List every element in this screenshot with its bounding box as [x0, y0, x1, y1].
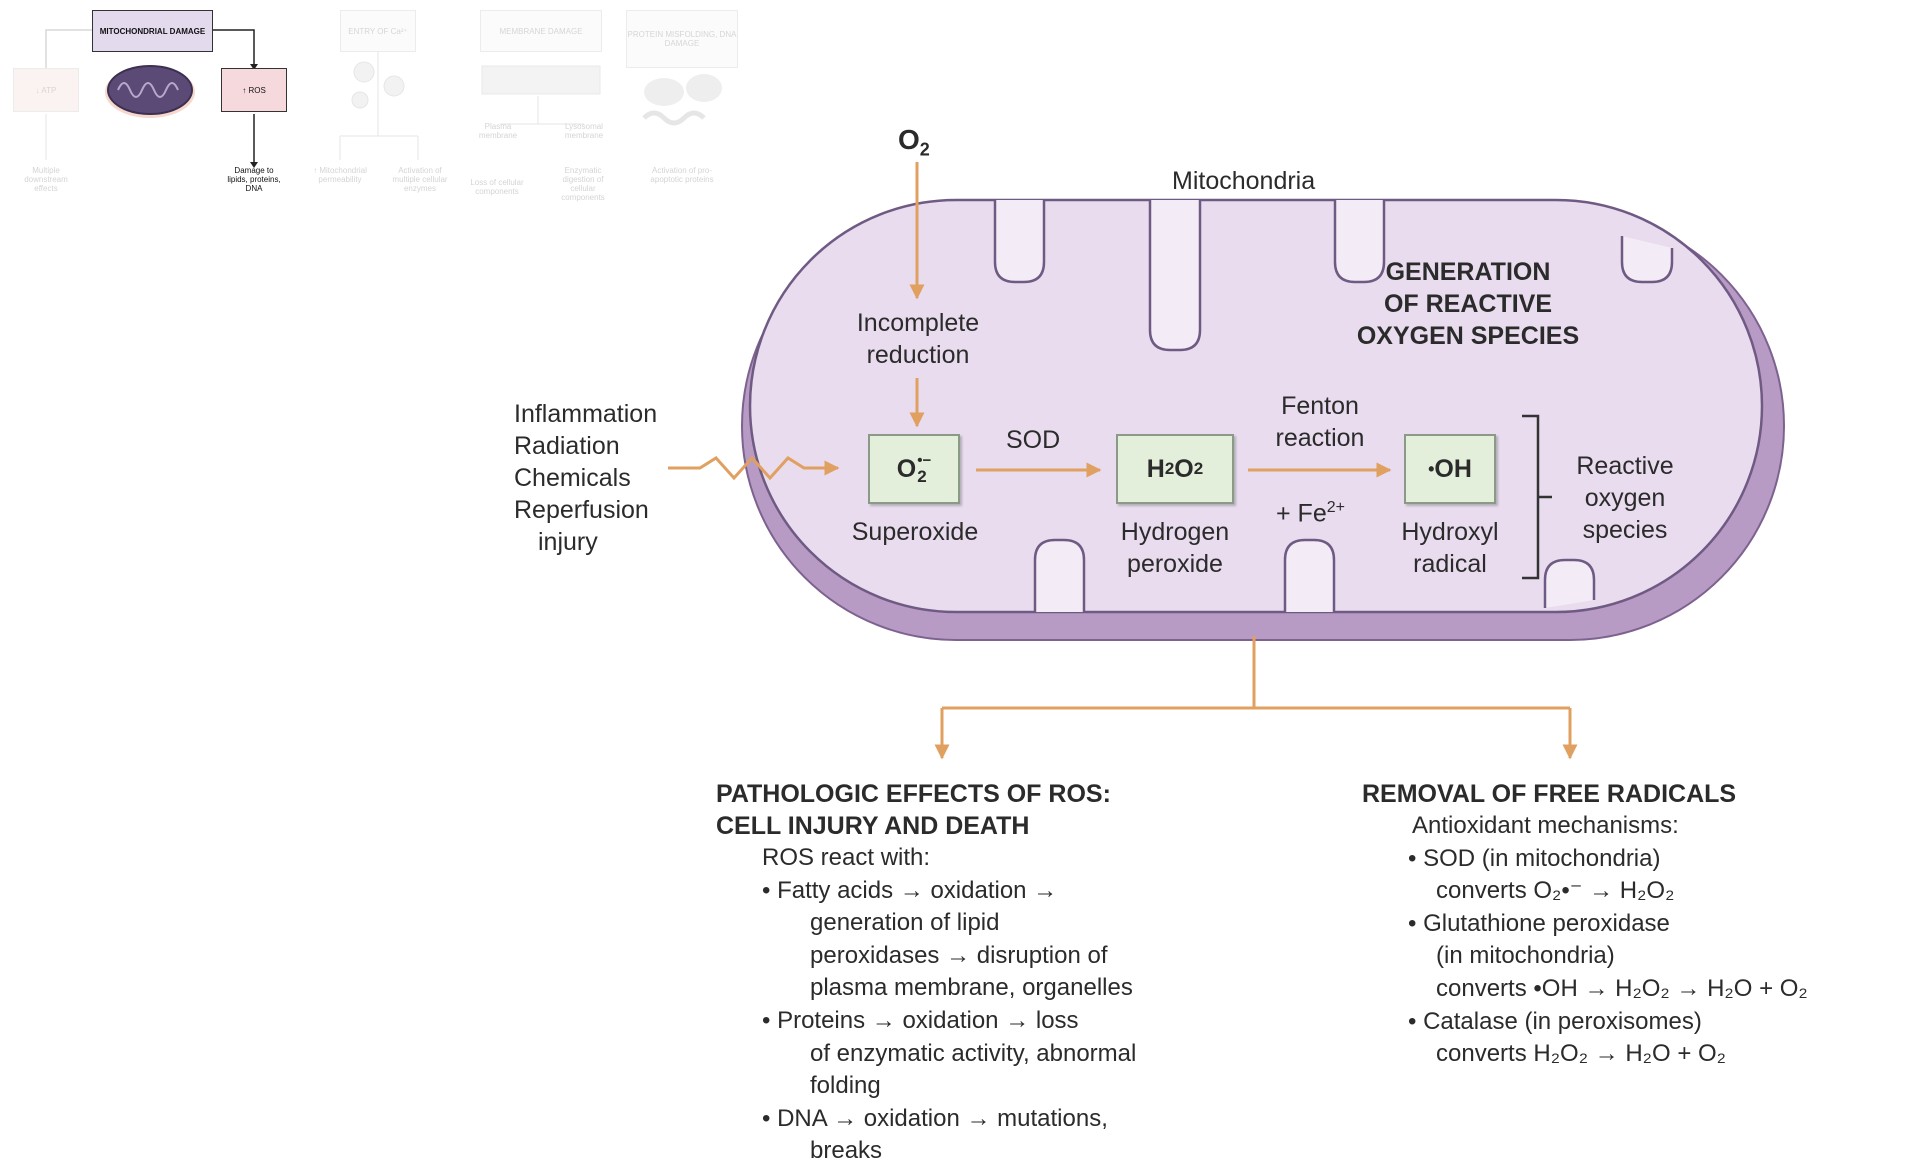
thumb-enzymatic-digestion: Enzymatic digestion of cellular componen…	[561, 166, 605, 202]
list-item: • DNA → oxidation → mutations,	[762, 1104, 1108, 1132]
thumbnail-connectors	[45, 29, 722, 168]
hydrogen-peroxide-label: Hydrogen peroxide	[1120, 518, 1230, 578]
list-item: • Proteins → oxidation → loss	[762, 1006, 1079, 1034]
injury-zigzag-arrow	[668, 455, 840, 481]
removal-list: • SOD (in mitochondria) converts O₂•⁻ → …	[1362, 843, 1808, 1071]
fenton-reaction-label: Fenton reaction	[1275, 392, 1365, 452]
branch-arrows	[934, 636, 1578, 760]
iron-label: + Fe2+	[1276, 499, 1345, 528]
superoxide-box: O •− 2	[868, 434, 960, 504]
thumb-mito-permeability: ↑ Mitochondrial permeability	[313, 166, 367, 184]
sod-label: SOD	[1006, 426, 1061, 454]
list-item: converts •OH → H₂O₂ → H₂O + O₂	[1436, 974, 1808, 1002]
list-item: (in mitochondria)	[1436, 942, 1615, 970]
thumb-membrane-damage-box: MEMBRANE DAMAGE	[480, 10, 602, 52]
list-item: plasma membrane, organelles	[810, 974, 1133, 1002]
incomplete-reduction-label: Incomplete reduction	[856, 309, 980, 369]
generation-title: GENERATION OF REACTIVE OXYGEN SPECIES	[1356, 258, 1580, 350]
list-item: • Glutathione peroxidase	[1408, 909, 1670, 937]
list-item: peroxidases → disruption of	[810, 941, 1108, 969]
list-item: converts H₂O₂ → H₂O + O₂	[1436, 1040, 1726, 1068]
pathologic-title-line1: PATHOLOGIC EFFECTS OF ROS:	[716, 780, 1111, 808]
thumb-damage-lipids: Damage to lipids, proteins, DNA	[227, 166, 281, 193]
list-item: • SOD (in mitochondria)	[1408, 844, 1661, 872]
hydroxyl-radical-box: •OH	[1404, 434, 1496, 504]
thumb-protein-misfolding-box: PROTEIN MISFOLDING, DNA DAMAGE	[626, 10, 738, 68]
thumb-plasma-membrane: Plasma membrane	[478, 122, 518, 140]
source-inflammation: Inflammation	[514, 400, 658, 428]
ros-bracket-label: Reactive oxygen species	[1576, 452, 1674, 544]
thumb-mito-damage-box: MITOCHONDRIAL DAMAGE	[92, 10, 213, 52]
list-item: converts O₂•⁻ → H₂O₂	[1436, 877, 1675, 905]
mitochondrion-matrix	[748, 198, 1764, 614]
thumb-ros-box: ↑ ROS	[221, 68, 287, 112]
list-item: breaks	[810, 1137, 883, 1165]
list-item: generation of lipid	[810, 909, 1000, 937]
cristae-bottom	[1033, 538, 1596, 612]
pathologic-list: • Fatty acids → oxidation → generation o…	[716, 875, 1136, 1168]
pathologic-title-line2: CELL INJURY AND DEATH	[716, 812, 1030, 840]
list-item: folding	[810, 1072, 881, 1100]
removal-section: REMOVAL OF FREE RADICALS Antioxidant mec…	[1362, 778, 1808, 1071]
source-reperfusion: Reperfusion	[514, 496, 649, 524]
injury-sources-list: Inflammation Radiation Chemicals Reperfu…	[514, 398, 657, 558]
thumb-loss-components: Loss of cellular components	[470, 178, 524, 196]
thumb-pro-apoptotic: Activation of pro-apoptotic proteins	[650, 166, 714, 184]
source-radiation: Radiation	[514, 432, 620, 460]
thumb-multiple-effects: Multiple downstream effects	[24, 166, 68, 193]
list-item: of enzymatic activity, abnormal	[810, 1039, 1137, 1067]
cristae-top	[993, 200, 1674, 352]
hydroxyl-radical-label: Hydroxyl radical	[1401, 518, 1499, 578]
source-chemicals: Chemicals	[514, 464, 631, 492]
removal-title: REMOVAL OF FREE RADICALS	[1362, 780, 1737, 808]
thumb-lysosomal-membrane: Lysosomal membrane	[564, 122, 604, 140]
thumb-activation-enzymes: Activation of multiple cellular enzymes	[392, 166, 448, 193]
list-item: • Fatty acids → oxidation →	[762, 876, 1058, 904]
thumb-atp-box: ↓ ATP	[13, 68, 79, 112]
removal-intro: Antioxidant mechanisms:	[1412, 812, 1679, 839]
list-item: • Catalase (in peroxisomes)	[1408, 1007, 1702, 1035]
superoxide-label: Superoxide	[851, 518, 979, 546]
thumb-entry-ca-box: ENTRY OF Ca²⁺	[340, 10, 416, 52]
pathologic-intro: ROS react with:	[762, 844, 931, 871]
o2-label: O2	[898, 124, 930, 160]
source-injury: injury	[538, 528, 598, 556]
mitochondria-label: Mitochondria	[1172, 167, 1316, 195]
pathologic-effects-section: PATHOLOGIC EFFECTS OF ROS: CELL INJURY A…	[716, 778, 1136, 1168]
